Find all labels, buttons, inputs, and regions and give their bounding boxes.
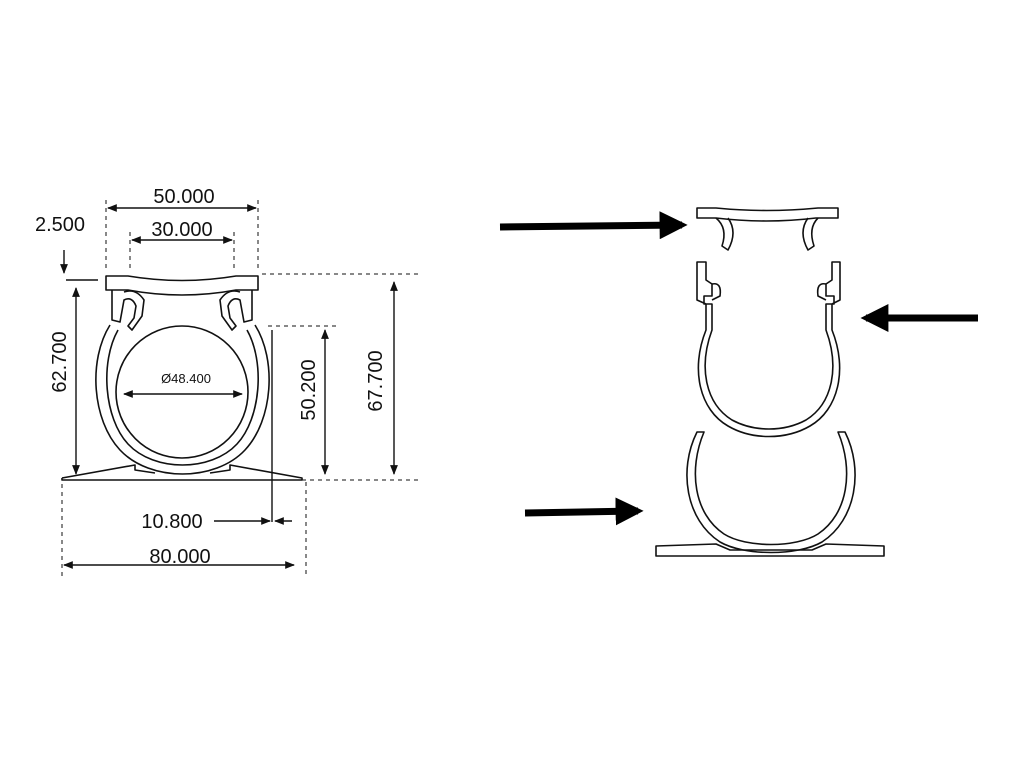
dim-height-body: 62.700	[49, 331, 71, 392]
outer-pipe-wall	[95, 324, 270, 475]
inner-pipe-wall	[106, 329, 259, 466]
exploded-view	[655, 207, 885, 557]
arrow-right-icon	[524, 497, 644, 526]
exploded-top-cover	[696, 207, 839, 222]
left-clip	[111, 290, 145, 331]
arrow-right-icon	[499, 211, 688, 240]
exploded-cover-left-hook	[715, 217, 734, 251]
dim-width-top: 50.000	[153, 186, 214, 208]
dim-height-pipe: 50.200	[298, 359, 320, 420]
exploded-cover-right-hook	[802, 217, 819, 251]
dim-diameter: Ø48.400	[161, 371, 211, 386]
exploded-channel-left-clip	[711, 282, 722, 301]
exploded-pipe	[686, 431, 856, 554]
dim-foot-offset: 10.800	[141, 511, 202, 533]
dim-height-total: 67.700	[365, 350, 387, 411]
dim-base-width: 80.000	[149, 546, 210, 568]
exploded-base-flange	[655, 543, 885, 557]
profile-section-view: 50.000 30.000 2.500 62.700 Ø48.400 50.20…	[35, 186, 418, 578]
dim-width-inner: 30.000	[151, 219, 212, 241]
dim-wall-thickness: 2.500	[35, 214, 85, 236]
pipe-bore	[115, 325, 249, 459]
top-cover	[105, 275, 259, 296]
exploded-channel-body	[696, 261, 841, 438]
base-flange	[61, 464, 303, 481]
exploded-channel-right-clip	[816, 282, 827, 301]
right-clip	[219, 290, 253, 331]
